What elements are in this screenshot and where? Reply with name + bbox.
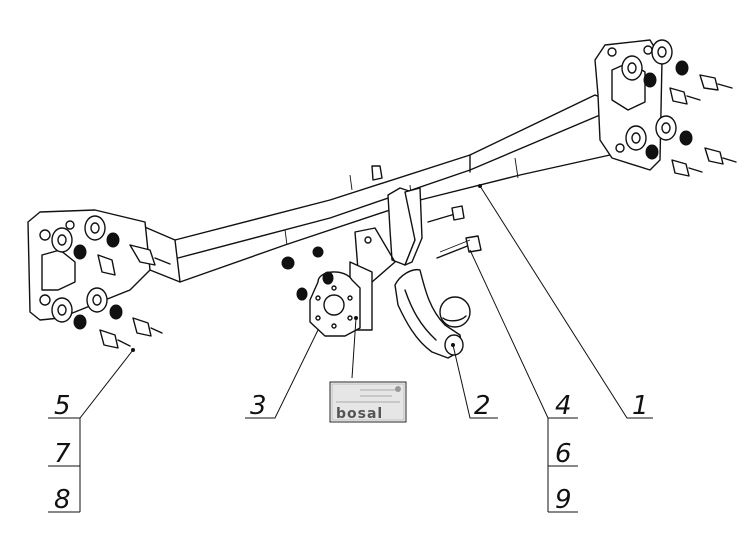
callout-6: 6 (555, 439, 572, 469)
bosal-id-plate: bosal (329, 381, 407, 423)
callout-8: 8 (54, 485, 71, 515)
callout-2: 2 (474, 391, 491, 421)
callout-1: 1 (632, 391, 649, 421)
crossbeam (139, 94, 611, 283)
leader-lines (48, 185, 653, 513)
callout-3: 3 (250, 391, 267, 421)
callout-9: 9 (555, 485, 572, 515)
right-bracket (594, 39, 737, 177)
callout-4: 4 (555, 391, 572, 421)
tow-ball-arm (394, 268, 471, 359)
callout-7: 7 (54, 439, 71, 469)
left-bracket (27, 209, 171, 352)
callout-labels: 1 2 3 4 5 6 7 8 9 (54, 391, 649, 515)
center-bracket (281, 165, 482, 283)
plate-brand-text: bosal (336, 406, 383, 422)
callout-5: 5 (54, 391, 71, 421)
socket-plate (296, 261, 373, 337)
